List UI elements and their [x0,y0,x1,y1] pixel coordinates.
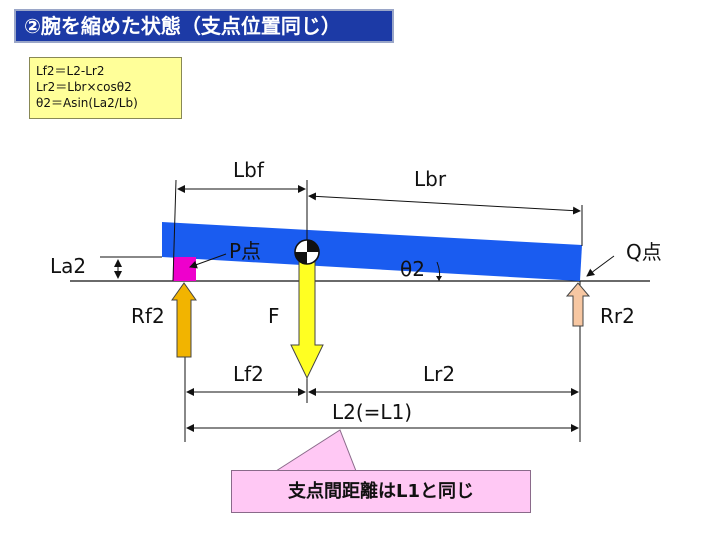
formula-lf2: Lf2＝L2-Lr2 [36,64,105,78]
f-arrow [290,259,324,380]
formula-theta2: θ2＝Asin(La2/Lb) [36,96,138,110]
rf2-label: Rf2 [131,304,165,328]
lbr-label: Lbr [414,167,447,191]
theta2-label: θ2 [400,257,425,281]
note-callout: 支点間距離はL1と同じ [231,470,531,513]
page-title: ②腕を縮めた状態（支点位置同じ） [14,9,394,43]
la2-label: La2 [50,254,86,278]
beam [162,222,582,281]
lr2-label: Lr2 [423,362,455,386]
p-point-pointer [189,253,227,269]
ref-line-front-top [172,179,177,282]
theta2-arrowhead [436,276,442,281]
q-point-pointer [586,255,615,277]
f-label: F [268,304,280,328]
p-point-label: P点 [229,239,261,263]
rr2-label: Rr2 [600,304,635,328]
l2-label: L2(=L1) [332,400,412,424]
lbf-label: Lbf [233,158,265,182]
front-support [173,257,196,281]
lbr-dimension [308,192,581,215]
lf2-label: Lf2 [233,362,264,386]
formula-box: Lf2＝L2-Lr2 Lr2＝Lbr×cosθ2 θ2＝Asin(La2/Lb) [29,57,182,119]
rf2-arrow [171,282,197,358]
center-of-gravity-icon [294,239,320,265]
q-point-label: Q点 [626,240,662,264]
note-callout-pointer [274,429,357,472]
formula-lr2: Lr2＝Lbr×cosθ2 [36,80,132,94]
rr2-arrow [565,282,591,327]
